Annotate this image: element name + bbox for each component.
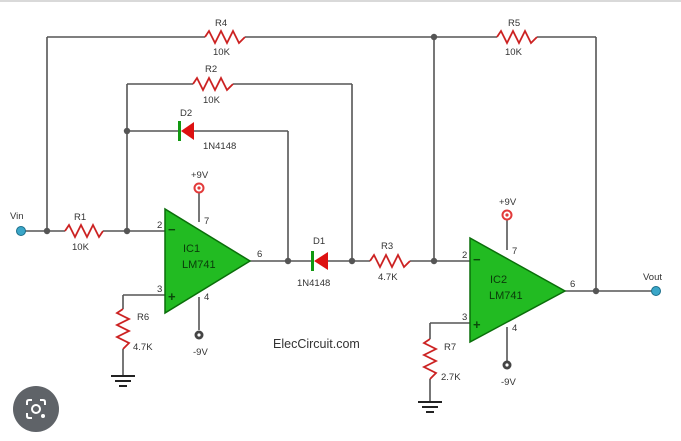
ic1-pin-inv: 2 <box>157 220 162 231</box>
supply-plus-ic2 <box>501 209 513 221</box>
r1-value-label: 10K <box>72 242 90 253</box>
d1-part-label: 1N4148 <box>297 278 330 289</box>
ic2-ref-label: IC2 <box>490 274 507 286</box>
junction-dot <box>592 287 600 295</box>
d1-ref-label: D1 <box>313 236 325 247</box>
svg-text:+: + <box>473 317 481 332</box>
ic2-vpos-label: +9V <box>499 197 517 208</box>
resistor-r3 <box>369 252 411 270</box>
r5-value-label: 10K <box>505 47 523 58</box>
ic2-pin-vpos: 7 <box>512 246 517 257</box>
r4-value-label: 10K <box>213 47 231 58</box>
opamp-ic1: − + <box>164 207 252 315</box>
ic2-pin-vneg: 4 <box>512 323 517 334</box>
r6-value-label: 4.7K <box>133 342 153 353</box>
ic2-part-label: LM741 <box>489 290 523 302</box>
r3-ref-label: R3 <box>381 241 393 252</box>
ic1-vpos-label: +9V <box>191 170 209 181</box>
d2-part-label: 1N4148 <box>203 141 236 152</box>
resistor-r4 <box>204 28 246 46</box>
r5-ref-label: R5 <box>508 18 520 29</box>
r7-ref-label: R7 <box>444 342 456 353</box>
junction-dot <box>430 257 438 265</box>
junction-dot <box>348 257 356 265</box>
ic1-part-label: LM741 <box>182 259 216 271</box>
ic1-pin-vneg: 4 <box>204 292 209 303</box>
supply-minus-ic2 <box>502 360 512 370</box>
output-terminal <box>651 286 661 296</box>
ic1-pin-noninv: 3 <box>157 284 162 295</box>
junction-dot <box>284 257 292 265</box>
r7-value-label: 2.7K <box>441 372 461 383</box>
ic1-ref-label: IC1 <box>183 243 200 255</box>
junction-dot <box>430 33 438 41</box>
ground-symbol-ic2 <box>418 401 442 413</box>
output-label: Vout <box>643 272 662 283</box>
resistor-r2 <box>192 75 234 93</box>
ic2-pin-noninv: 3 <box>462 312 467 323</box>
resistor-r5 <box>496 28 538 46</box>
input-terminal <box>16 226 26 236</box>
junction-dot <box>123 127 131 135</box>
svg-text:−: − <box>473 252 481 267</box>
svg-text:−: − <box>168 222 176 237</box>
junction-dot <box>123 227 131 235</box>
resistor-r1 <box>64 222 104 240</box>
ic2-vneg-label: -9V <box>501 377 516 388</box>
r3-value-label: 4.7K <box>378 272 398 283</box>
r4-ref-label: R4 <box>215 18 227 29</box>
supply-plus-ic1 <box>193 182 205 194</box>
wires <box>24 36 654 401</box>
input-label: Vin <box>10 211 24 222</box>
lens-icon <box>26 399 46 419</box>
site-watermark: ElecCircuit.com <box>273 337 360 351</box>
diode-d1 <box>311 251 328 271</box>
junction-dot <box>43 227 51 235</box>
ic1-pin-out: 6 <box>257 249 262 260</box>
svg-text:+: + <box>168 289 176 304</box>
ground-symbol-ic1 <box>111 375 135 387</box>
top-divider <box>0 0 681 2</box>
r6-ref-label: R6 <box>137 312 149 323</box>
resistor-r6 <box>114 308 132 350</box>
ic2-pin-out: 6 <box>570 279 575 290</box>
junctions <box>43 33 600 295</box>
diode-d2 <box>178 121 194 141</box>
resistor-r7 <box>421 338 439 380</box>
ic2-pin-inv: 2 <box>462 250 467 261</box>
r2-ref-label: R2 <box>205 64 217 75</box>
r1-ref-label: R1 <box>74 212 86 223</box>
visual-search-button[interactable] <box>13 386 59 432</box>
supply-minus-ic1 <box>194 330 204 340</box>
d2-ref-label: D2 <box>180 108 192 119</box>
r2-value-label: 10K <box>203 95 221 106</box>
opamp-ic2: − + <box>469 236 567 344</box>
ic1-pin-vpos: 7 <box>204 216 209 227</box>
ic1-vneg-label: -9V <box>193 347 208 358</box>
